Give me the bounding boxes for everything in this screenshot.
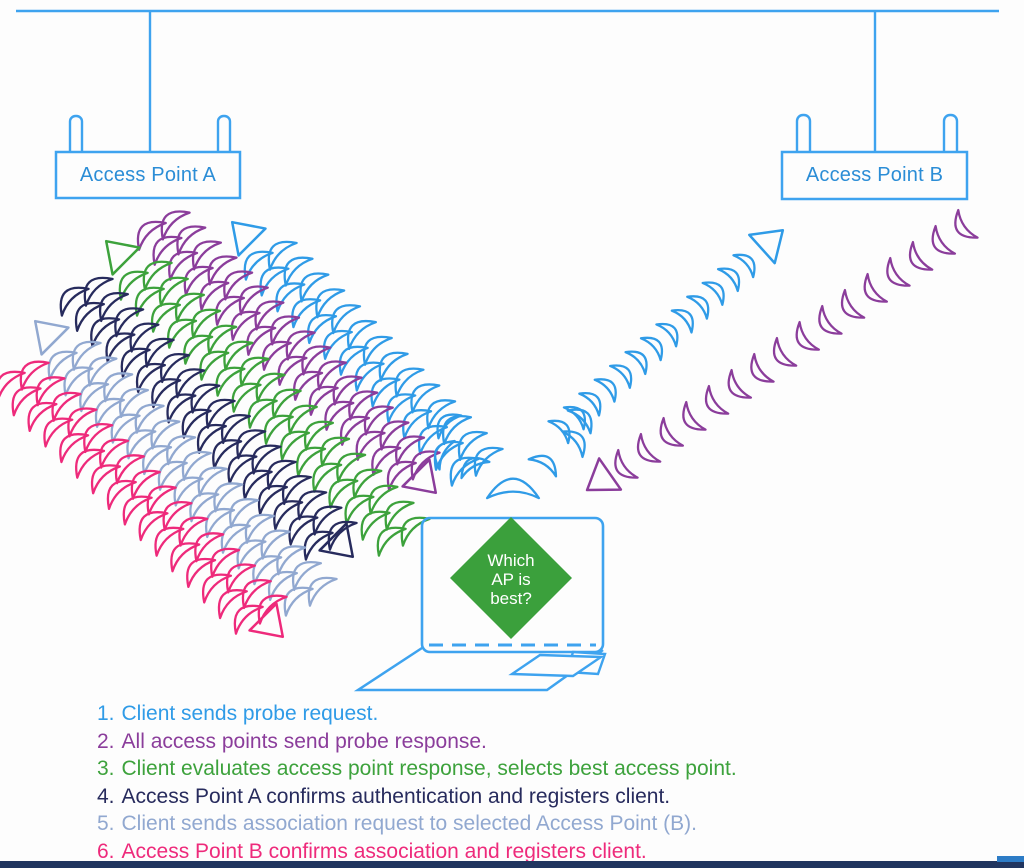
step-text: Access Point B confirms association and … (121, 839, 647, 863)
client-question-line: Which (487, 551, 535, 570)
step-text: Client evaluates access point response, … (121, 757, 737, 781)
wave-direction-arrow-icon (248, 602, 285, 639)
laptop-touchpad (508, 653, 605, 678)
step-number: 2. (97, 729, 115, 753)
laptop-screen (420, 516, 605, 654)
access-point-a (54, 114, 242, 200)
step-5: 5.Client sends association request to se… (97, 810, 737, 838)
step-text: Client sends association request to sele… (121, 812, 697, 836)
assoc-request-left-wave (33, 319, 338, 617)
step-6: 6.Access Point B confirms association an… (97, 838, 737, 866)
step-number: 4. (97, 784, 115, 808)
access-point-a-box (54, 150, 242, 200)
wave-direction-arrow-icon (748, 229, 785, 265)
access-point-b-box (780, 150, 969, 201)
step-text: Client sends probe request. (121, 702, 379, 725)
wave-direction-arrow-icon (318, 522, 355, 559)
wave-direction-arrow-icon (104, 239, 141, 276)
probe-response-right-wave (585, 208, 979, 492)
step-text: Access Point A confirms authentication a… (121, 784, 671, 808)
client-question: Which AP is best? (450, 551, 572, 608)
step-number: 1. (97, 702, 115, 725)
step-4: 4.Access Point A confirms authentication… (97, 783, 737, 811)
access-point-b-label: Access Point B (805, 164, 944, 186)
wave-direction-arrow-icon (33, 319, 70, 356)
probe-request-left-wave (230, 220, 504, 487)
auth-confirm-left-wave (59, 276, 358, 561)
step-number: 5. (97, 812, 115, 836)
evaluate-left-wave (104, 239, 431, 557)
decision-diamond (450, 517, 572, 639)
assoc-confirm-left-wave (0, 360, 288, 639)
wifi-waves-layer (0, 208, 979, 639)
access-point-a-label: Access Point A (79, 163, 217, 186)
footer-accent (997, 856, 1024, 862)
wave-direction-arrow-icon (230, 220, 267, 257)
probe-response-left-wave (136, 210, 441, 495)
client-question-line: AP is (491, 570, 531, 589)
wave-direction-arrow-icon (585, 457, 623, 492)
client-broadcast-fan-wave (434, 408, 593, 500)
access-point-b (780, 113, 969, 201)
network-backbone (16, 9, 999, 152)
step-3: 3.Client evaluates access point response… (97, 755, 737, 783)
probe-request-right-wave (547, 229, 785, 445)
wave-direction-arrow-icon (401, 458, 438, 495)
step-1: 1. Client sends probe request. (97, 700, 737, 728)
step-number: 6. (97, 839, 115, 863)
footer-bar (0, 861, 1024, 868)
client-question-line: best? (490, 589, 532, 608)
step-text: All access points send probe response. (121, 729, 487, 753)
step-number: 3. (97, 757, 115, 781)
client-laptop (353, 516, 607, 692)
step-2: 2.All access points send probe response. (97, 728, 737, 756)
steps-legend: 1. Client sends probe request. 2.All acce… (97, 700, 737, 866)
